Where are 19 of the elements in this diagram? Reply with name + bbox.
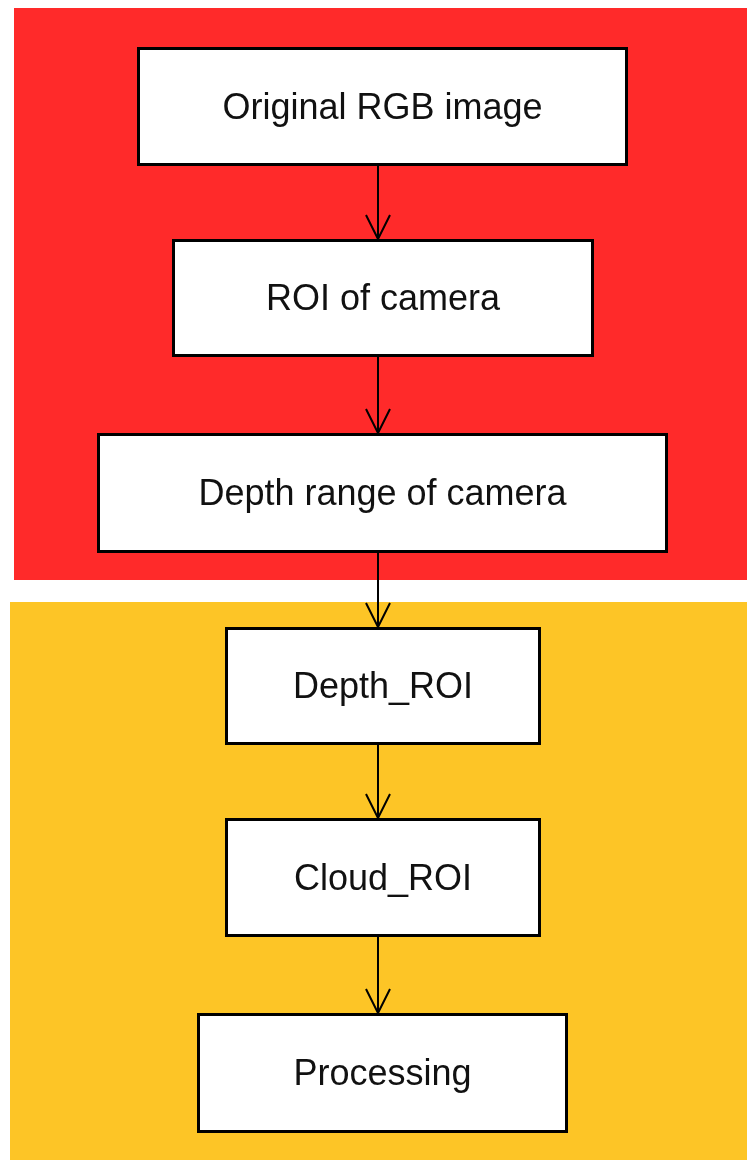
step-label: Processing <box>293 1052 472 1094</box>
step-label: Cloud_ROI <box>293 856 473 899</box>
step-label: Depth_ROI <box>292 665 474 707</box>
step-label: ROI of camera <box>265 277 501 319</box>
arrow <box>365 165 391 240</box>
process-box <box>225 818 541 937</box>
process-box <box>197 1013 568 1133</box>
background-band <box>14 8 747 580</box>
arrow <box>365 552 391 628</box>
background-band <box>10 602 747 1160</box>
process-box <box>137 47 628 166</box>
process-box <box>97 433 668 553</box>
step-label: Original RGB image <box>222 85 543 128</box>
arrow <box>365 744 391 819</box>
arrow <box>365 936 391 1014</box>
process-box <box>172 239 594 357</box>
arrow <box>365 356 391 434</box>
step-label: Depth range of camera <box>198 472 567 514</box>
process-box <box>225 627 541 745</box>
